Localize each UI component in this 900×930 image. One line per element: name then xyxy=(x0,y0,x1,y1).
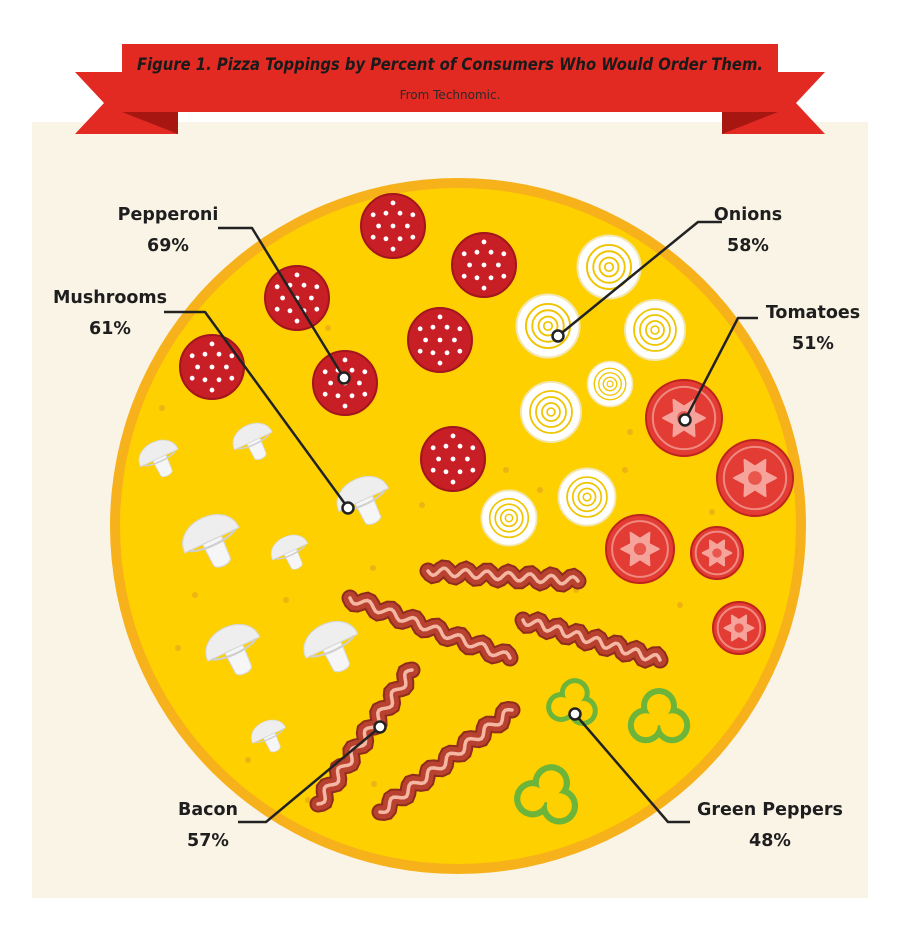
value-label: 58% xyxy=(727,236,769,256)
category-label: Pepperoni xyxy=(118,205,219,225)
mushroom xyxy=(232,422,273,461)
leader-line xyxy=(683,316,758,421)
pepperoni-slice xyxy=(407,307,473,373)
onion-ring xyxy=(576,234,642,300)
chart-title: Figure 1. Pizza Toppings by Percent of C… xyxy=(137,55,763,74)
title-ribbon: Figure 1. Pizza Toppings by Percent of C… xyxy=(75,44,825,134)
bacon-strip xyxy=(341,589,519,667)
category-label: Bacon xyxy=(178,800,238,820)
ribbon-body xyxy=(122,44,778,112)
pepperoni-slice xyxy=(420,426,486,492)
ribbon-right-fold xyxy=(722,112,778,134)
leader-line xyxy=(218,226,346,379)
pepperoni-slice xyxy=(264,265,330,331)
ribbon-left-fold xyxy=(122,112,178,134)
chart-subtitle: From Technomic. xyxy=(400,88,501,102)
pizza xyxy=(110,178,806,874)
value-label: 61% xyxy=(89,319,131,339)
onion-ring xyxy=(520,381,582,443)
leader-target xyxy=(568,707,582,721)
onion-ring xyxy=(586,360,634,408)
mushroom xyxy=(205,624,261,676)
bacon-strip xyxy=(309,661,421,813)
bacon-strip xyxy=(371,700,521,822)
value-label: 69% xyxy=(147,236,189,256)
mushroom xyxy=(182,514,240,568)
leader-target xyxy=(551,329,565,343)
onion-ring xyxy=(557,467,617,527)
green-pepper-ring xyxy=(514,764,579,825)
value-label: 51% xyxy=(792,334,834,354)
green-pepper-ring xyxy=(627,688,691,744)
value-label: 57% xyxy=(187,831,229,851)
tomato-slice xyxy=(690,526,744,580)
mushroom xyxy=(251,719,287,753)
toppings-layer xyxy=(138,193,794,825)
pepperoni-slice xyxy=(360,193,426,259)
leader-target xyxy=(678,413,692,427)
bacon-strip xyxy=(419,559,587,593)
bacon-strip xyxy=(514,611,669,669)
mushroom xyxy=(270,534,309,570)
callouts-layer: Pepperoni 69% Mushrooms 61% Onions 58% Tomatoe… xyxy=(53,205,860,851)
tomato-slice xyxy=(605,514,675,584)
category-label: Green Peppers xyxy=(697,800,843,820)
tomato-slice xyxy=(712,601,766,655)
pizza-cheese xyxy=(120,188,796,864)
tomato-slice xyxy=(716,439,794,517)
leader-line xyxy=(238,726,381,824)
onion-ring xyxy=(480,489,538,547)
category-label: Mushrooms xyxy=(53,288,167,308)
mushroom xyxy=(303,621,359,673)
category-label: Tomatoes xyxy=(766,303,860,323)
leader-target xyxy=(337,371,351,385)
leader-line xyxy=(574,713,690,824)
leader-target xyxy=(373,720,387,734)
pepperoni-slice xyxy=(179,334,245,400)
leader-line xyxy=(557,220,722,337)
mushroom xyxy=(138,439,179,478)
leader-target xyxy=(341,501,355,515)
pepperoni-slice xyxy=(451,232,517,298)
onion-ring xyxy=(624,299,686,361)
value-label: 48% xyxy=(749,831,791,851)
category-label: Onions xyxy=(714,205,782,225)
leader-line xyxy=(164,310,350,509)
